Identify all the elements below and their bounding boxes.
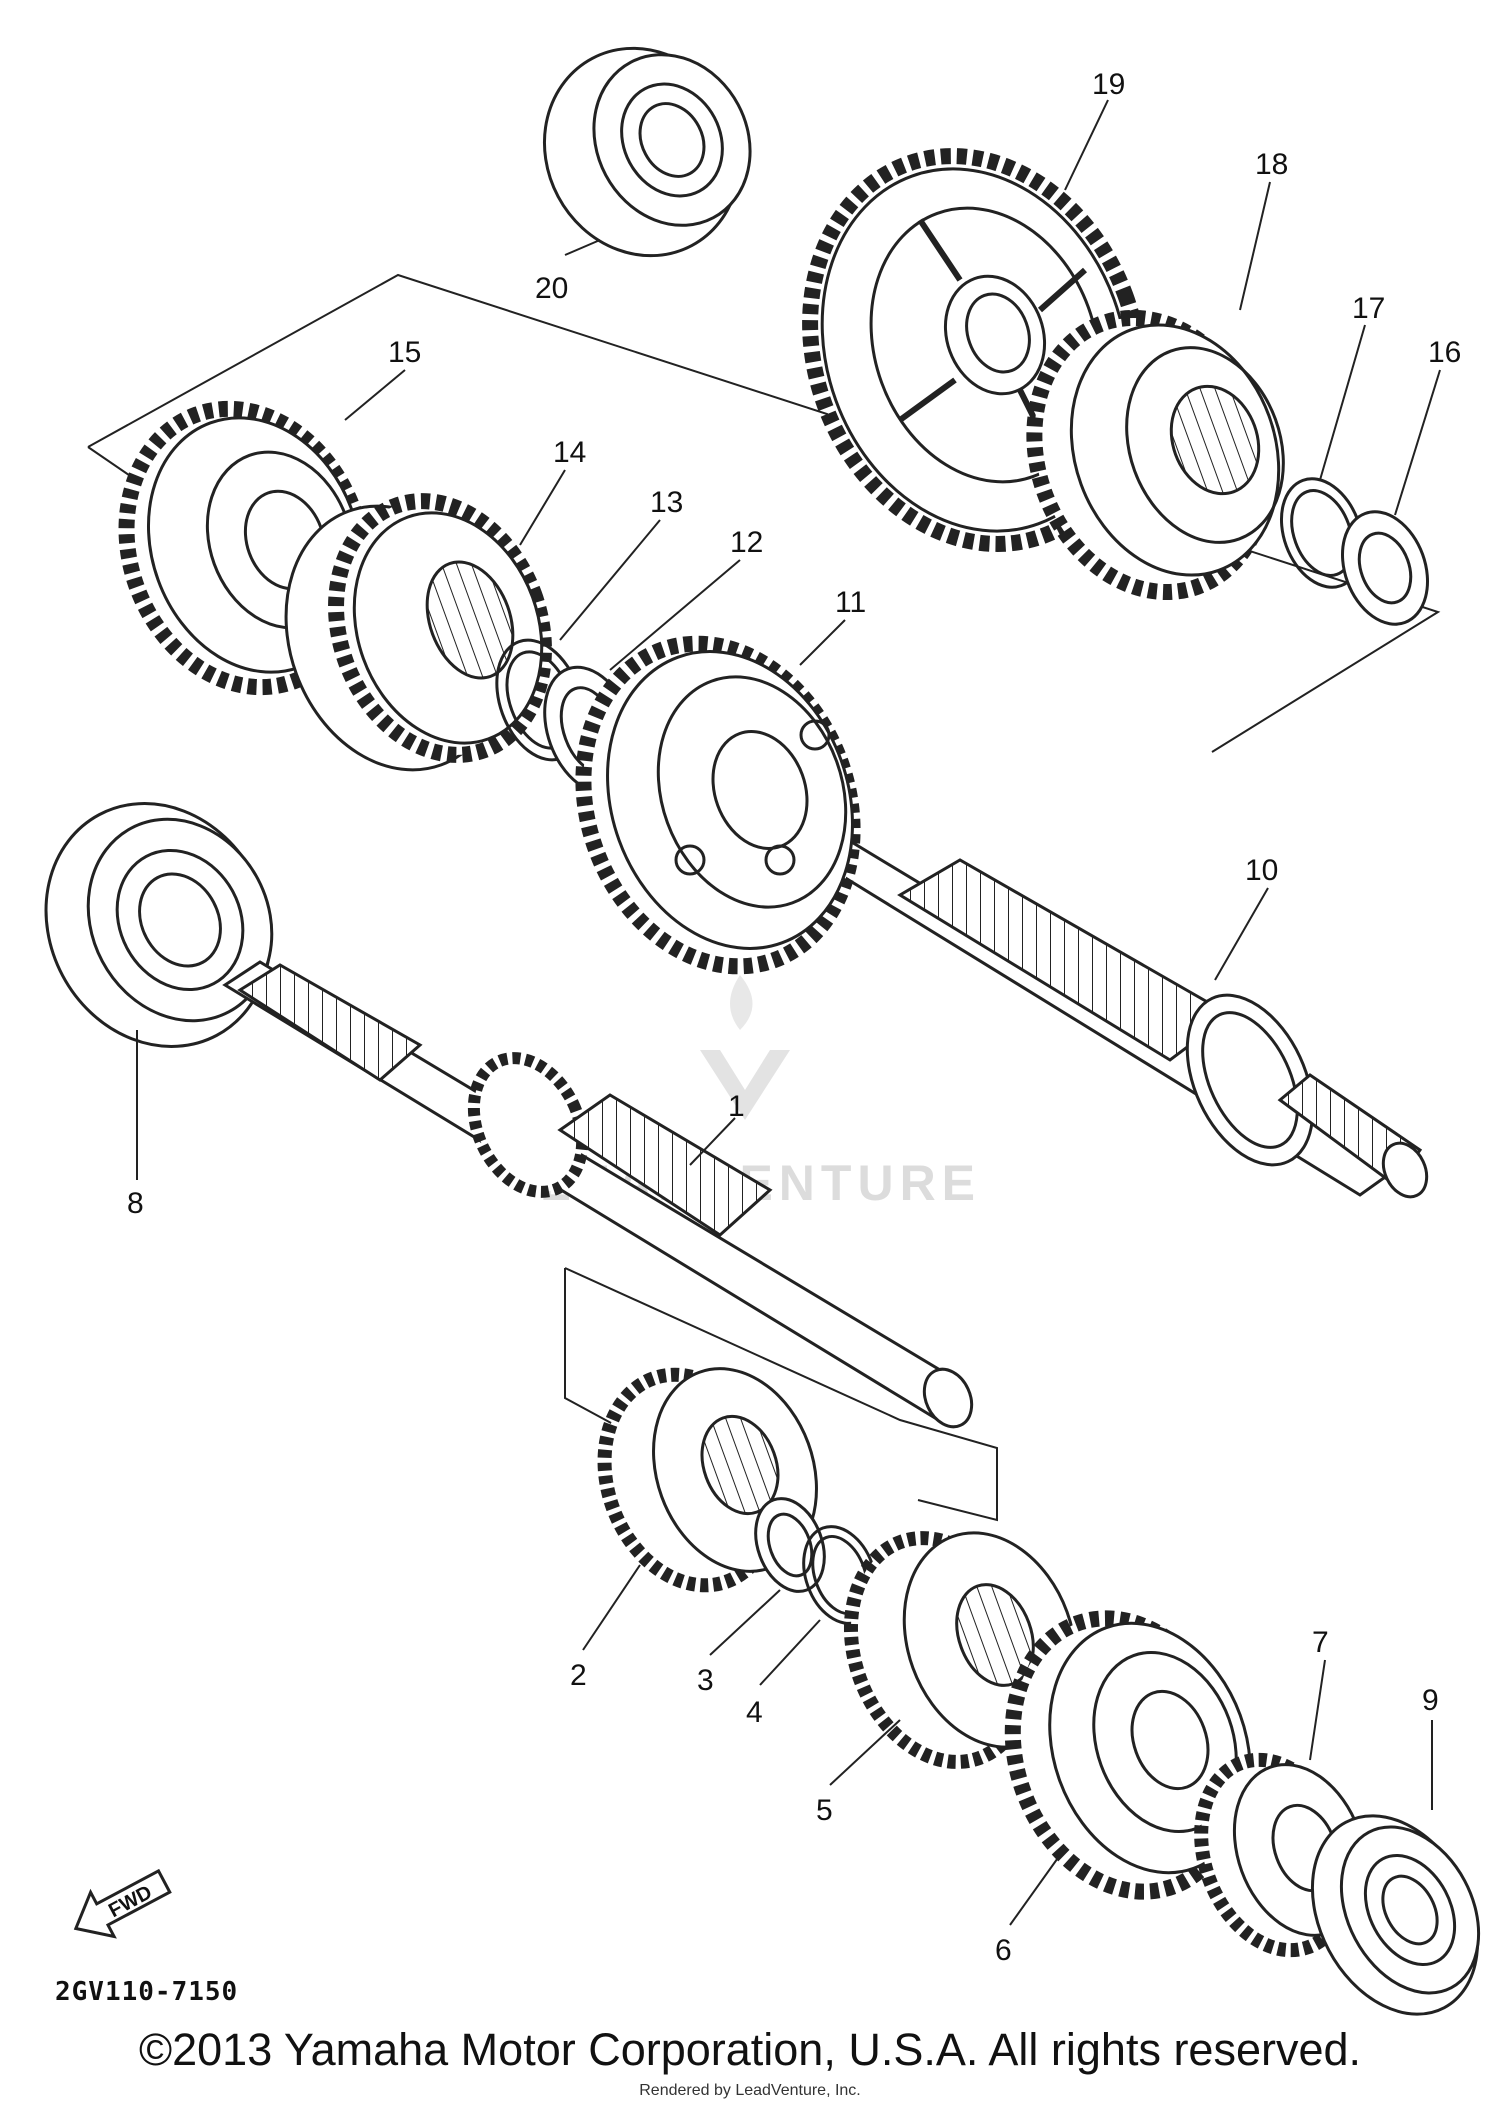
- label-part-13: 13: [650, 486, 683, 519]
- label-part-17: 17: [1352, 292, 1385, 325]
- label-part-11: 11: [835, 586, 866, 619]
- label-part-8: 8: [127, 1187, 144, 1220]
- part-3-washer: [754, 1497, 826, 1593]
- label-part-18: 18: [1255, 148, 1288, 181]
- part-10-shaft: [796, 830, 1429, 1199]
- part-6-gear: [1004, 1610, 1252, 1900]
- part-20-bearing: [542, 46, 752, 258]
- figure-code: 2GV110-7150: [55, 1977, 238, 2007]
- part-8-bearing: [44, 802, 274, 1048]
- label-part-15: 15: [388, 336, 421, 369]
- label-part-20: 20: [535, 272, 568, 305]
- label-part-6: 6: [995, 1934, 1012, 1967]
- leader-lines: [136, 99, 1441, 1926]
- label-part-16: 16: [1428, 336, 1461, 369]
- part-16-washer: [1340, 510, 1430, 626]
- label-part-4: 4: [746, 1696, 763, 1729]
- label-part-19: 19: [1092, 68, 1125, 101]
- copyright-notice: ©2013 Yamaha Motor Corporation, U.S.A. A…: [138, 2024, 1362, 2075]
- rendered-by-notice: Rendered by LeadVenture, Inc.: [639, 2082, 861, 2099]
- label-part-14: 14: [553, 436, 586, 469]
- part-9-bearing: [1310, 1814, 1481, 2016]
- label-part-3: 3: [697, 1664, 714, 1697]
- label-part-5: 5: [816, 1794, 833, 1827]
- part-11-gear: [575, 635, 861, 975]
- part-14-gear: [284, 493, 552, 772]
- label-part-7: 7: [1312, 1626, 1329, 1659]
- fwd-arrow-icon: FWD: [73, 1868, 172, 1939]
- label-part-12: 12: [730, 526, 763, 559]
- label-part-1: 1: [728, 1090, 745, 1123]
- part-1-main-axle: [222, 960, 974, 1429]
- label-part-10: 10: [1245, 854, 1278, 887]
- label-part-2: 2: [570, 1659, 587, 1692]
- part-labels: 1 2 3 4 5 6 7 8 9 10 11 12 13 14 15 16 1…: [127, 68, 1461, 1967]
- label-part-9: 9: [1422, 1684, 1439, 1717]
- part-18-gear: [1026, 309, 1285, 601]
